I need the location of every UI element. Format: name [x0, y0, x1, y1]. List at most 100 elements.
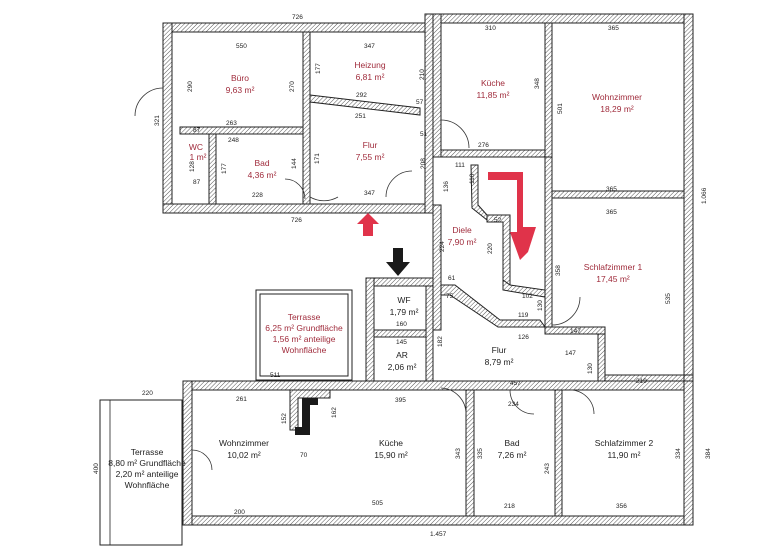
- dim-label: 147: [570, 328, 581, 335]
- dim-label: 130: [537, 300, 544, 311]
- dim-label: 261: [236, 396, 247, 403]
- dim-label: 334: [675, 448, 682, 459]
- svg-text:11,85 m²: 11,85 m²: [477, 90, 510, 100]
- dim-label: 535: [665, 293, 672, 304]
- heizung-area: 6,81 m²: [356, 72, 385, 82]
- svg-text:1 m²: 1 m²: [190, 152, 207, 162]
- dim-label: 505: [372, 500, 383, 507]
- terrasse-mid-line3: 1,56 m² anteilige: [273, 334, 336, 344]
- dim-label: 61: [448, 275, 456, 282]
- svg-text:18,29 m²: 18,29 m²: [600, 104, 634, 114]
- dim-label: 177: [221, 163, 228, 174]
- dim-label: 160: [396, 321, 407, 328]
- black-arrow-down: [386, 248, 410, 276]
- dim-label: 270: [289, 81, 296, 92]
- kueche-top-name: Küche: [481, 78, 505, 88]
- svg-text:Küche: Küche: [481, 78, 505, 88]
- dim-label: 1.457: [430, 531, 447, 538]
- kueche-bottom-area: 15,90 m²: [374, 450, 408, 460]
- svg-text:Terrasse: Terrasse: [288, 312, 321, 322]
- dim-label: 384: [705, 448, 712, 459]
- svg-text:2,06 m²: 2,06 m²: [388, 362, 417, 372]
- diele-name: Diele: [452, 225, 472, 235]
- dim-label: 365: [606, 186, 617, 193]
- kueche-bottom-name: Küche: [379, 438, 403, 448]
- dim-label: 347: [364, 43, 375, 50]
- ar-area: 2,06 m²: [388, 362, 417, 372]
- svg-text:Heizung: Heizung: [354, 60, 385, 70]
- doors: [134, 87, 595, 471]
- dim-label: 726: [291, 217, 302, 224]
- dim-label: 152: [281, 413, 288, 424]
- dim-label: 343: [455, 448, 462, 459]
- wohnzimmer-top-name: Wohnzimmer: [592, 92, 642, 102]
- kueche-top-area: 11,85 m²: [477, 90, 510, 100]
- wf-name: WF: [397, 295, 410, 305]
- svg-text:1,56 m² anteilige: 1,56 m² anteilige: [273, 334, 336, 344]
- dim-label: 200: [234, 509, 245, 516]
- dim-label: 136: [443, 181, 450, 192]
- wf-area: 1,79 m²: [390, 307, 419, 317]
- svg-text:Diele: Diele: [452, 225, 472, 235]
- dim-label: 276: [478, 142, 489, 149]
- red-arrow-up: [357, 213, 379, 236]
- svg-text:Flur: Flur: [363, 140, 378, 150]
- room-labels: Büro 9,63 m² Heizung 6,81 m² Küche 11,85…: [108, 60, 653, 490]
- dim-label: 457: [510, 380, 521, 387]
- dim-label: 321: [154, 115, 161, 126]
- flur-top-name: Flur: [363, 140, 378, 150]
- dim-label: 171: [314, 153, 321, 164]
- dim-label: 52: [494, 217, 502, 224]
- dim-label: 219: [636, 378, 647, 385]
- dim-label: 208: [420, 158, 427, 169]
- schlafzimmer2-area: 11,90 m²: [608, 450, 641, 460]
- dim-label: 400: [93, 463, 100, 474]
- dim-label: 248: [228, 137, 239, 144]
- arrows: [295, 172, 536, 435]
- dim-label: 365: [606, 209, 617, 216]
- flur-mid-name: Flur: [492, 345, 507, 355]
- terrasse-mid-line2: 6,25 m² Grundfläche: [265, 323, 343, 333]
- dim-label: 162: [331, 407, 338, 418]
- dim-label: 501: [557, 103, 564, 114]
- schlafzimmer1-name: Schlafzimmer 1: [584, 262, 643, 272]
- svg-text:2,20 m² anteilige: 2,20 m² anteilige: [116, 469, 179, 479]
- dim-label: 550: [236, 43, 247, 50]
- dim-label: 182: [437, 336, 444, 347]
- dim-label: 290: [187, 81, 194, 92]
- svg-text:15,90 m²: 15,90 m²: [374, 450, 408, 460]
- buero-area: 9,63 m²: [226, 85, 255, 95]
- svg-text:Wohnfläche: Wohnfläche: [282, 345, 327, 355]
- svg-text:Wohnzimmer: Wohnzimmer: [219, 438, 269, 448]
- dim-label: 335: [477, 448, 484, 459]
- dim-label: 251: [355, 113, 366, 120]
- svg-text:10,02 m²: 10,02 m²: [227, 450, 261, 460]
- dim-label: 358: [555, 265, 562, 276]
- diele-area: 7,90 m²: [448, 237, 477, 247]
- dim-label: 87: [193, 179, 201, 186]
- dim-label: 87: [193, 127, 201, 134]
- dim-label: 128: [189, 161, 196, 172]
- heizung-name: Heizung: [354, 60, 385, 70]
- dim-label: 130: [587, 363, 594, 374]
- svg-text:9,63 m²: 9,63 m²: [226, 85, 255, 95]
- wc-area: 1 m²: [190, 152, 207, 162]
- dim-label: 220: [487, 243, 494, 254]
- dim-label: 126: [518, 334, 529, 341]
- lower-walls: [182, 380, 694, 526]
- dim-label: 228: [252, 192, 263, 199]
- dim-label: 292: [356, 92, 367, 99]
- schlafzimmer1-area: 17,45 m²: [596, 274, 630, 284]
- flur-top-area: 7,55 m²: [356, 152, 385, 162]
- svg-text:AR: AR: [396, 350, 408, 360]
- buero-name: Büro: [231, 73, 249, 83]
- terrasse-left-name: Terrasse: [131, 447, 164, 457]
- svg-text:WC: WC: [189, 142, 203, 152]
- dim-label: 263: [226, 120, 237, 127]
- dim-label: 1.066: [701, 187, 708, 204]
- bad-top-area: 4,36 m²: [248, 170, 277, 180]
- dim-label: 348: [534, 78, 541, 89]
- wohnzimmer-bottom-name: Wohnzimmer: [219, 438, 269, 448]
- svg-text:Schlafzimmer 2: Schlafzimmer 2: [595, 438, 654, 448]
